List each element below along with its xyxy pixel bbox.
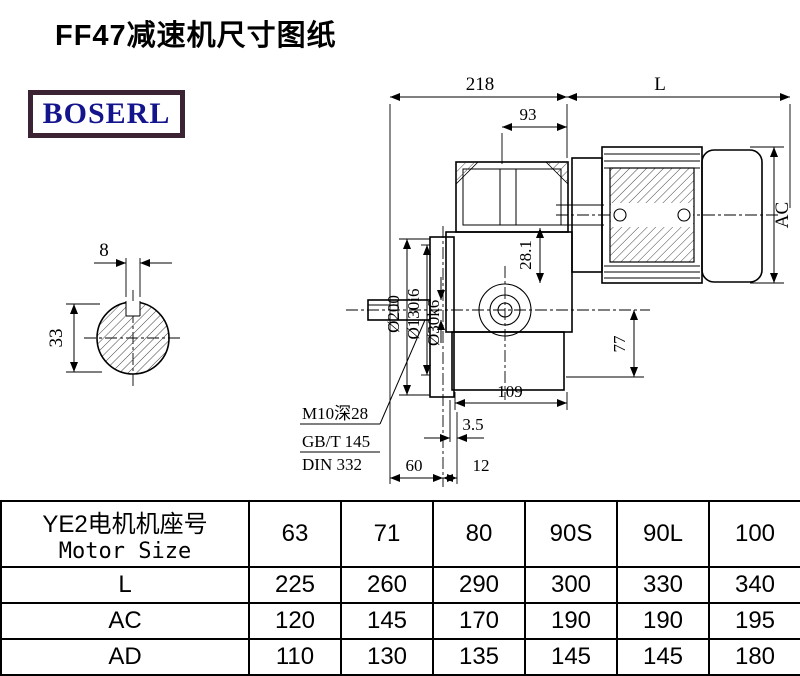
page-title: FF47减速机尺寸图纸 (55, 20, 337, 52)
table-cell: 145 (524, 638, 618, 676)
table-header-row: YE2电机机座号 Motor Size 63 71 80 90S 90L 100 (0, 500, 800, 568)
row-label: AC (0, 602, 250, 640)
gear-unit-side-view (346, 146, 780, 487)
table-cell: 170 (432, 602, 526, 640)
table-cell: 340 (708, 566, 800, 604)
table-header-cell: 71 (340, 500, 434, 568)
table-cell: 130 (340, 638, 434, 676)
table-cell: 190 (524, 602, 618, 640)
dim-spigot-dia-label: Ø130i6 (404, 289, 423, 340)
table-cell: 135 (432, 638, 526, 676)
dim-motor-height-label: AC (772, 202, 793, 228)
table-cell: 195 (708, 602, 800, 640)
table-header-cell: 80 (432, 500, 526, 568)
dim-gap-label: 3.5 (462, 415, 483, 434)
thread-note: M10深28 GB/T 145 DIN 332 (300, 319, 426, 474)
header-label-en: Motor Size (58, 539, 192, 564)
logo-text: BOSERL (42, 97, 171, 130)
dim-shaft-offset-label: 28.1 (516, 240, 535, 270)
dim-inner-width-label: 93 (520, 105, 537, 124)
motor-size-table: YE2电机机座号 Motor Size 63 71 80 90S 90L 100… (0, 500, 800, 676)
table-header-cell: 63 (248, 500, 342, 568)
note-gbt-label: GB/T 145 (302, 432, 370, 451)
table-cell: 290 (432, 566, 526, 604)
table-row: AC 120 145 170 190 190 195 (0, 602, 800, 640)
dim-lower-height-label: 77 (610, 335, 629, 353)
table-header-cell: 90S (524, 500, 618, 568)
table-cell: 300 (524, 566, 618, 604)
row-label: L (0, 566, 250, 604)
dim-shaft-dia-label: Ø30k6 (424, 300, 443, 346)
row-label: AD (0, 638, 250, 676)
table-row: L 225 260 290 300 330 340 (0, 566, 800, 604)
dim-section-height-label: 33 (46, 329, 67, 348)
dim-step-label: 12 (473, 456, 490, 475)
table-cell: 180 (708, 638, 800, 676)
dim-lower-width-label: 109 (497, 382, 523, 401)
header-label-cn: YE2电机机座号 (42, 511, 208, 538)
note-thread-label: M10深28 (302, 404, 368, 423)
table-cell: 260 (340, 566, 434, 604)
table-header-cell: 90L (616, 500, 710, 568)
dimensions: 218 L 93 AC 28.1 Ø200 Ø130i6 (384, 74, 793, 484)
dim-top-length-label: L (654, 74, 666, 95)
boserl-logo: BOSERL (28, 90, 185, 138)
shaft-cross-section: 8 33 (46, 240, 182, 388)
table-cell: 120 (248, 602, 342, 640)
dim-key-width-label: 8 (99, 240, 109, 261)
table-header-motor-size: YE2电机机座号 Motor Size (0, 500, 250, 568)
note-din-label: DIN 332 (302, 455, 362, 474)
dim-flange-dia-label: Ø200 (384, 295, 403, 333)
table-cell: 145 (340, 602, 434, 640)
dim-top-width-label: 218 (466, 74, 495, 95)
table-row: AD 110 130 135 145 145 180 (0, 638, 800, 676)
table-cell: 145 (616, 638, 710, 676)
table-cell: 225 (248, 566, 342, 604)
table-cell: 330 (616, 566, 710, 604)
table-cell: 190 (616, 602, 710, 640)
table-cell: 110 (248, 638, 342, 676)
table-header-cell: 100 (708, 500, 800, 568)
technical-drawing: 8 33 (46, 74, 793, 487)
dim-shaft-len-label: 60 (406, 456, 423, 475)
